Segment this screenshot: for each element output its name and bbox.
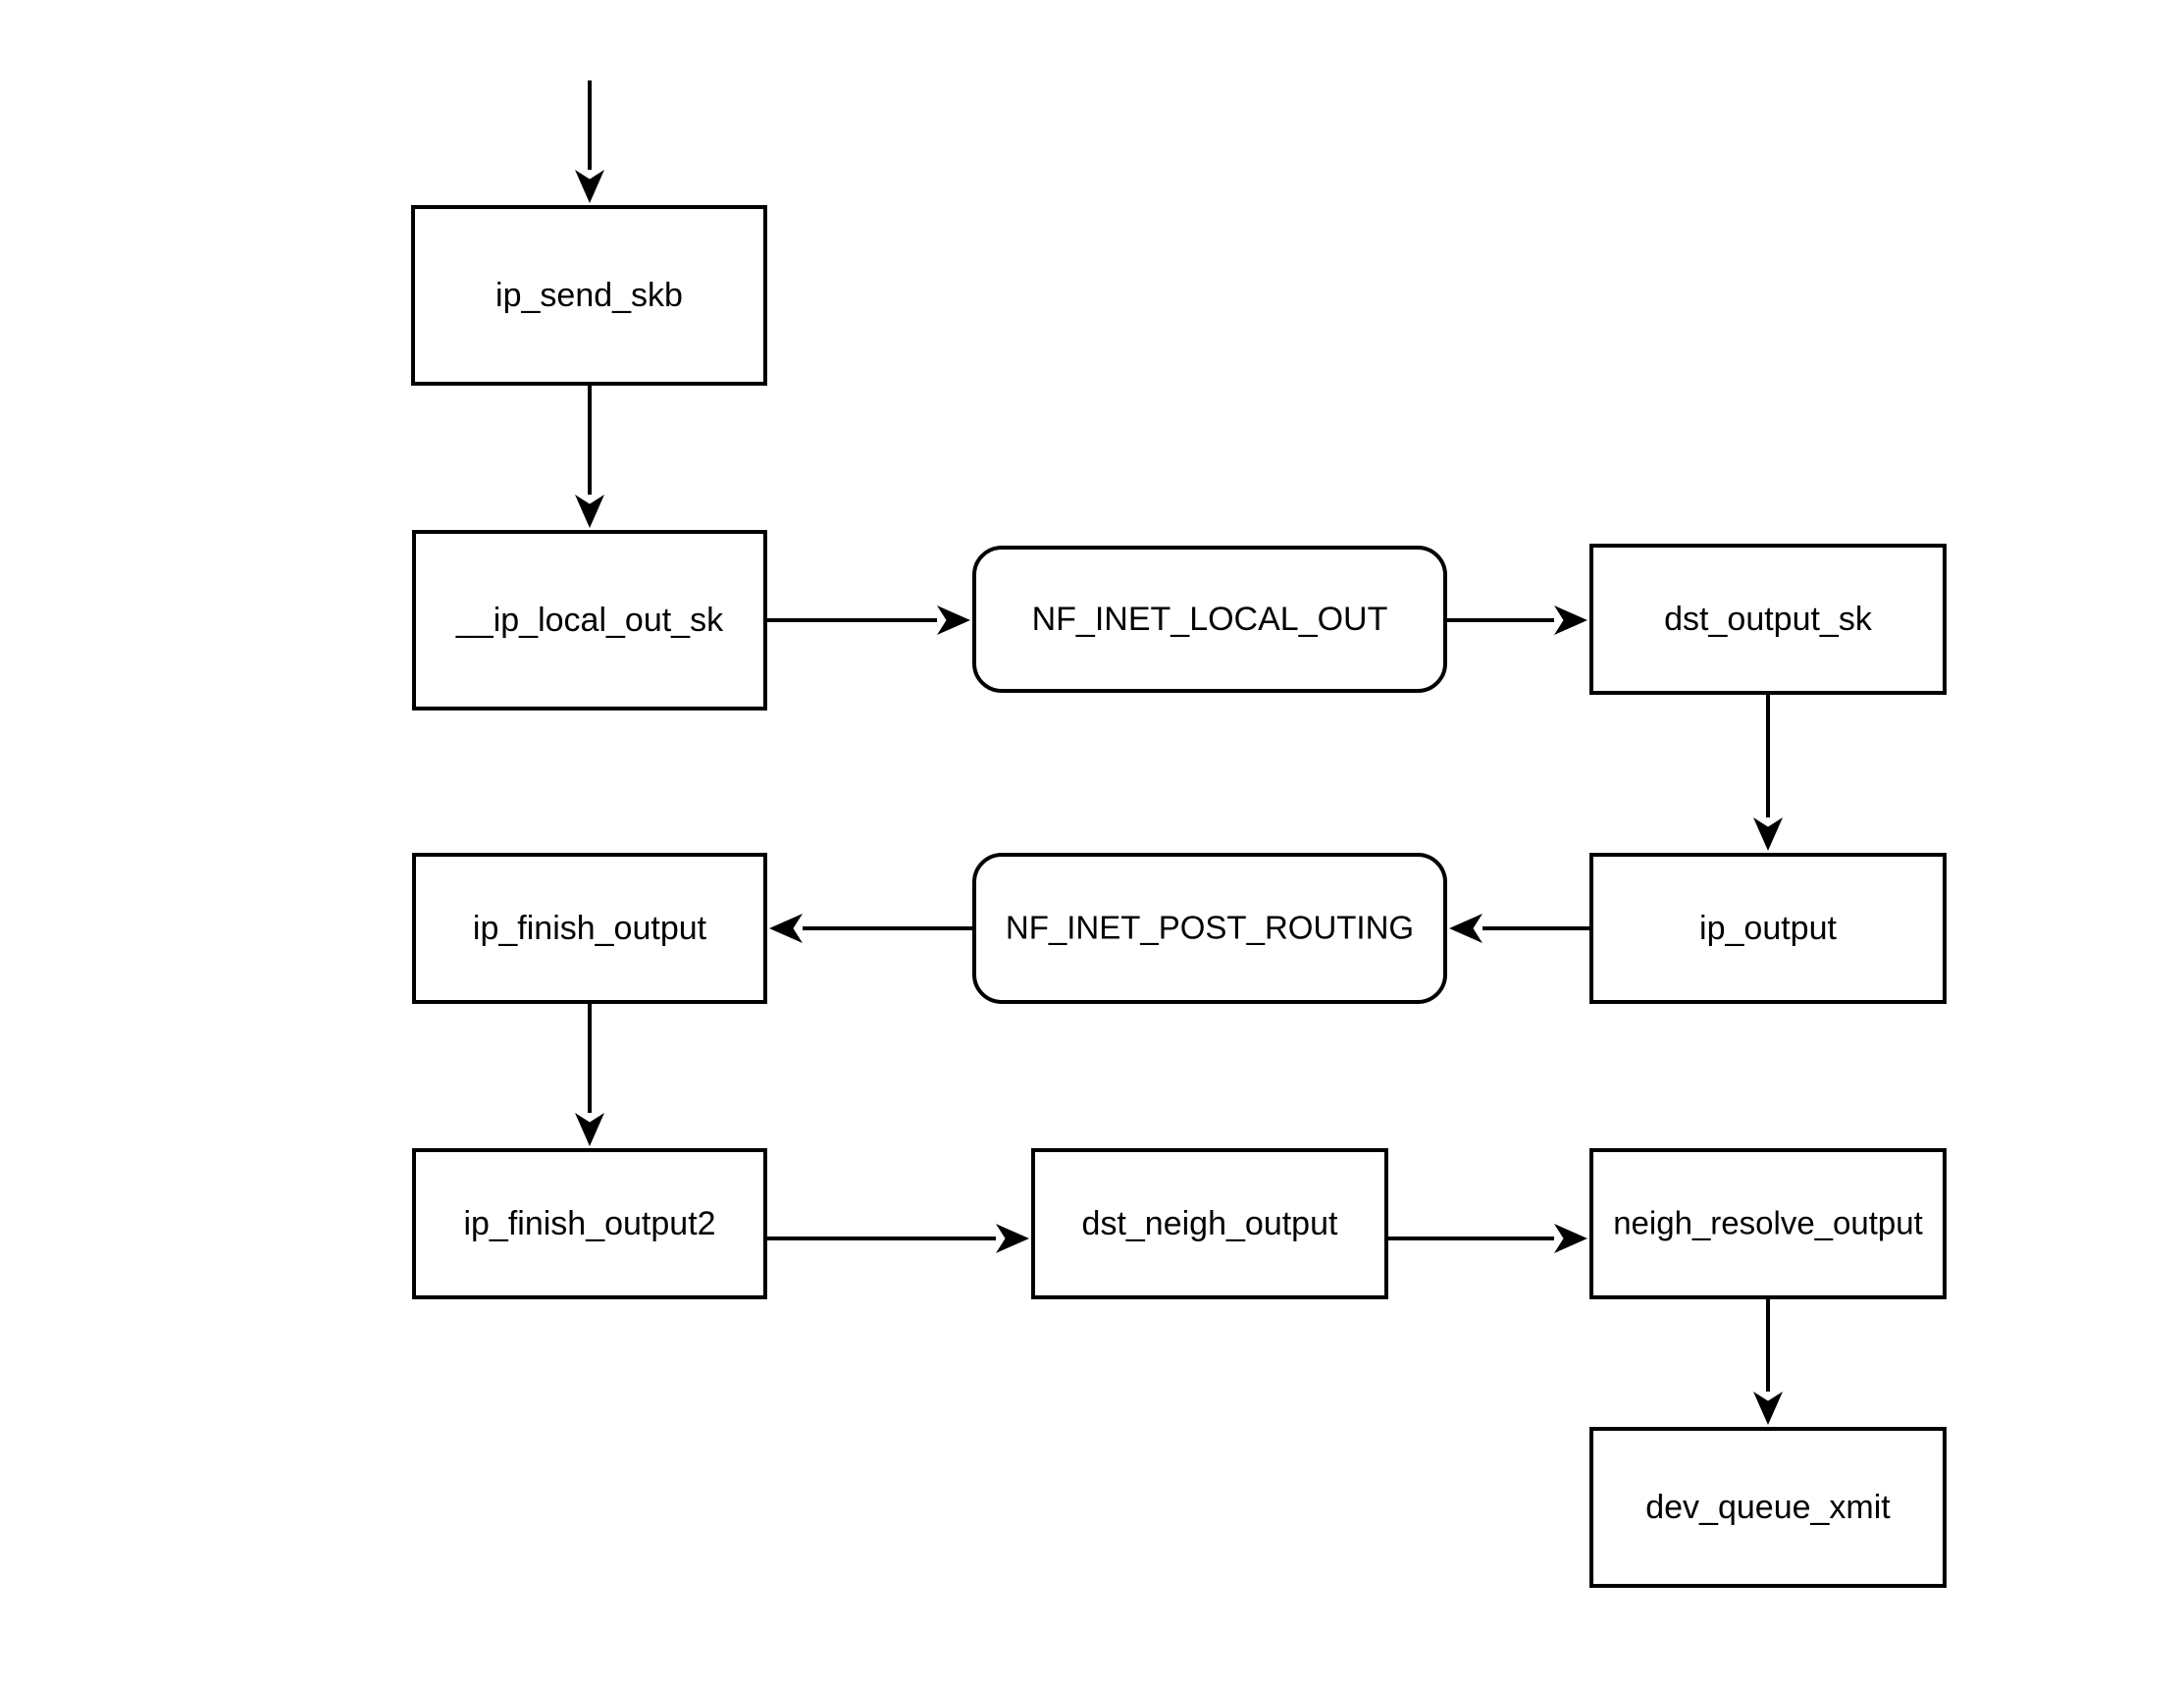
hook-box[interactable] — [972, 853, 1447, 1004]
edge-NF_INET_POST_ROUTING-to-ip_finish_output — [769, 914, 974, 943]
node-label: neigh_resolve_output — [1613, 1205, 1923, 1241]
node-label: dst_neigh_output — [1082, 1205, 1338, 1242]
function-box[interactable] — [1589, 544, 1947, 695]
arrowhead-icon — [575, 170, 604, 203]
arrowhead-icon — [996, 1224, 1029, 1253]
edges-layer — [575, 80, 1783, 1425]
node-label: dev_queue_xmit — [1645, 1489, 1891, 1526]
edge-ip_finish_output-to-ip_finish_output2 — [575, 1002, 604, 1146]
node-label: ip_output — [1699, 910, 1837, 947]
arrowhead-icon — [1449, 914, 1482, 943]
node-label: __ip_local_out_sk — [455, 602, 724, 639]
node-label: dst_output_sk — [1664, 601, 1873, 638]
arrowhead-icon — [1753, 1392, 1783, 1425]
arrowhead-icon — [1753, 817, 1783, 851]
edge-ip_finish_output2-to-dst_neigh_output — [765, 1224, 1029, 1253]
function-box[interactable] — [1589, 853, 1947, 1004]
edge-__ip_local_out_sk-to-NF_INET_LOCAL_OUT — [765, 605, 970, 635]
node-label: ip_send_skb — [495, 277, 683, 314]
node-label: NF_INET_LOCAL_OUT — [1032, 601, 1388, 638]
edge-ip_output-to-NF_INET_POST_ROUTING — [1449, 914, 1591, 943]
node-neigh_resolve_output[interactable]: neigh_resolve_output — [1589, 1148, 1947, 1299]
edge-ip_send_skb-to-__ip_local_out_sk — [575, 384, 604, 528]
arrowhead-icon — [937, 605, 970, 635]
function-box[interactable] — [1031, 1148, 1388, 1299]
edge-entry-to-ip_send_skb — [575, 80, 604, 203]
node-ip_finish_output[interactable]: ip_finish_output — [412, 853, 767, 1004]
arrowhead-icon — [575, 1113, 604, 1146]
node-dev_queue_xmit[interactable]: dev_queue_xmit — [1589, 1427, 1947, 1588]
function-box[interactable] — [1589, 1427, 1947, 1588]
arrowhead-icon — [575, 495, 604, 528]
arrowhead-icon — [769, 914, 803, 943]
arrowhead-icon — [1554, 605, 1587, 635]
function-box[interactable] — [1589, 1148, 1947, 1299]
node-__ip_local_out_sk[interactable]: __ip_local_out_sk — [412, 530, 767, 710]
arrowhead-icon — [1554, 1224, 1587, 1253]
function-box[interactable] — [412, 853, 767, 1004]
node-dst_output_sk[interactable]: dst_output_sk — [1589, 544, 1947, 695]
node-ip_finish_output2[interactable]: ip_finish_output2 — [412, 1148, 767, 1299]
node-ip_output[interactable]: ip_output — [1589, 853, 1947, 1004]
edge-dst_neigh_output-to-neigh_resolve_output — [1386, 1224, 1587, 1253]
node-NF_INET_POST_ROUTING[interactable]: NF_INET_POST_ROUTING — [972, 853, 1447, 1004]
edge-dst_output_sk-to-ip_output — [1753, 693, 1783, 851]
node-label: ip_finish_output — [473, 910, 707, 947]
function-box[interactable] — [412, 530, 767, 710]
node-NF_INET_LOCAL_OUT[interactable]: NF_INET_LOCAL_OUT — [972, 546, 1447, 693]
function-box[interactable] — [411, 205, 767, 386]
hook-box[interactable] — [972, 546, 1447, 693]
node-label: NF_INET_POST_ROUTING — [1006, 910, 1414, 946]
node-label: ip_finish_output2 — [463, 1205, 715, 1242]
function-box[interactable] — [412, 1148, 767, 1299]
edge-neigh_resolve_output-to-dev_queue_xmit — [1753, 1297, 1783, 1425]
node-ip_send_skb[interactable]: ip_send_skb — [411, 205, 767, 386]
node-dst_neigh_output[interactable]: dst_neigh_output — [1031, 1148, 1388, 1299]
nodes-layer: ip_send_skb __ip_local_out_sk NF_INET_LOCA… — [411, 205, 1947, 1588]
edge-NF_INET_LOCAL_OUT-to-dst_output_sk — [1445, 605, 1587, 635]
